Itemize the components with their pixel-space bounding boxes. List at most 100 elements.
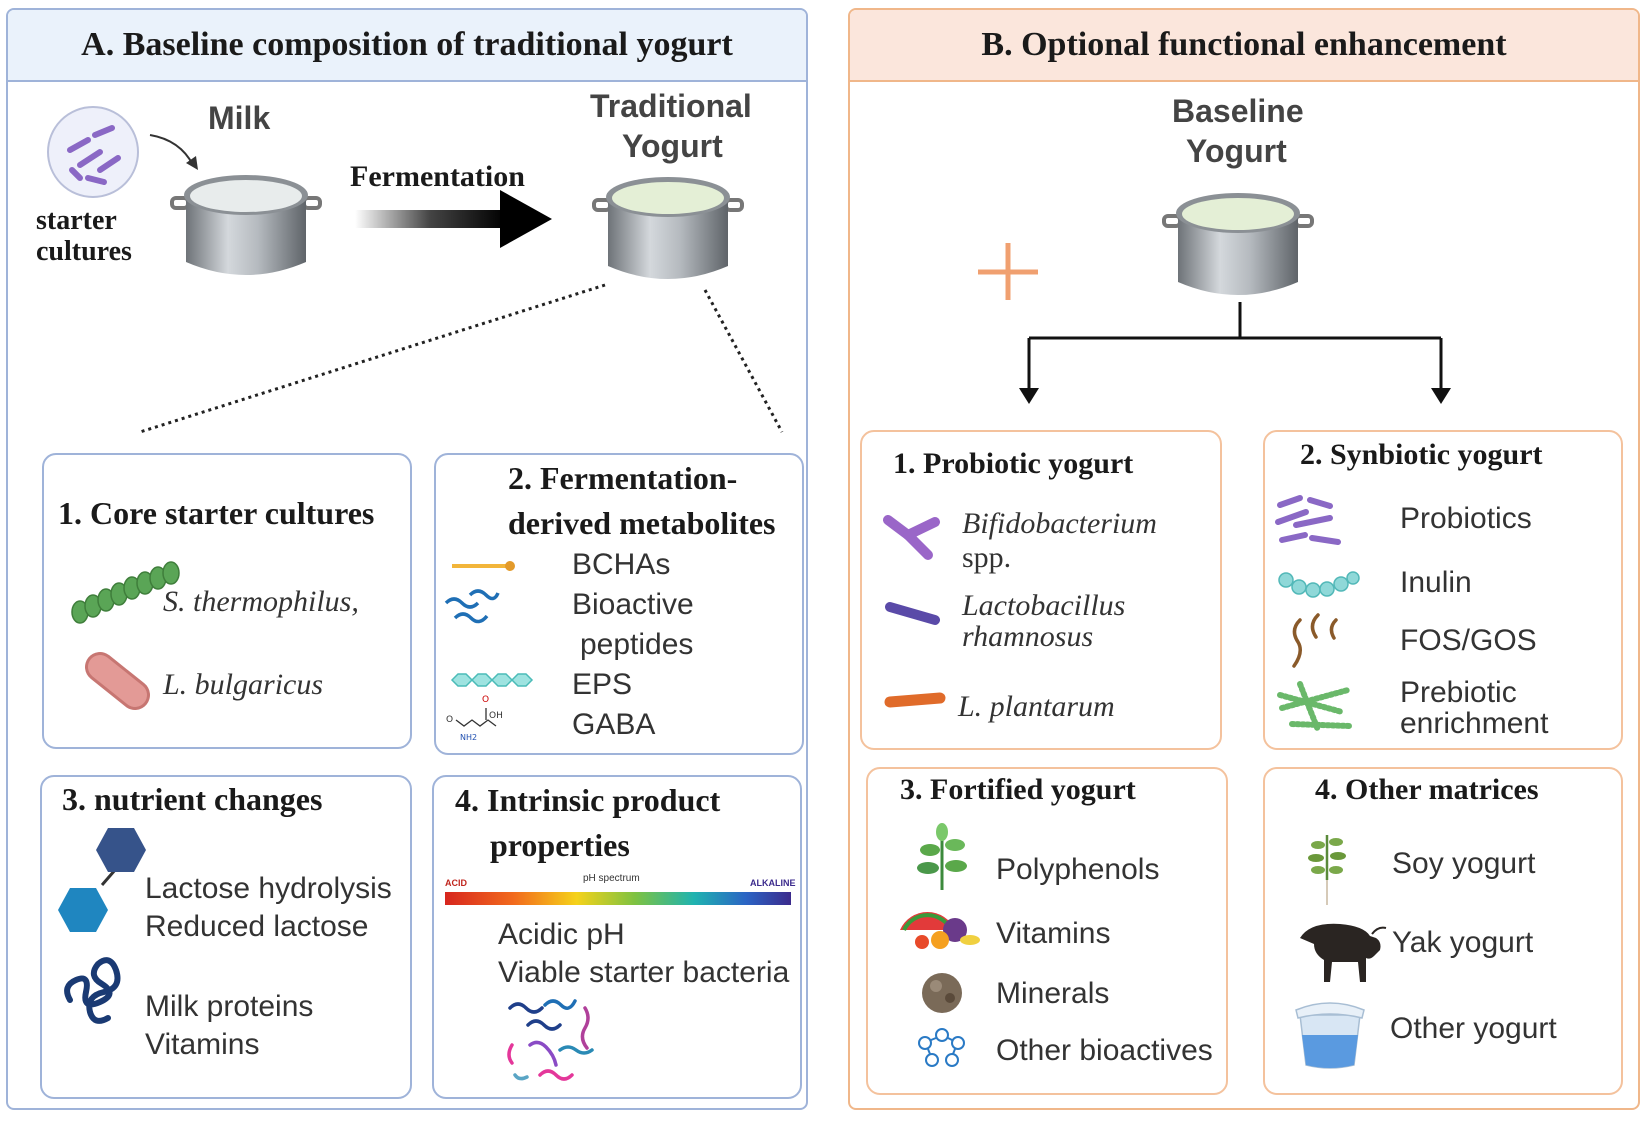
milk-pot-icon [170,175,322,275]
s-thermophilus-label: S. thermophilus, [163,585,359,618]
gaba-molecule-icon: O OH NH2 O [446,695,503,742]
svg-text:OH: OH [489,711,503,721]
ph-spectrum-bar [445,892,791,905]
synbiotic-yogurt-title: 2. Synbiotic yogurt [1300,438,1543,471]
metabolites-title-line2: derived metabolites [508,505,776,541]
lipid-chain-icon [452,561,515,571]
l-bulgaricus-label: L. bulgaricus [163,668,324,701]
svg-text:NH2: NH2 [460,733,477,742]
polysaccharide-icon [450,673,534,687]
panel-b-title: B. Optional functional enhancement [850,10,1638,82]
inulin-label: Inulin [1400,566,1472,599]
other-bioactives-label: Other bioactives [996,1034,1213,1067]
ph-alkaline-label: ALKALINE [750,878,796,888]
beaded-chain-icon [1278,571,1360,598]
fos-gos-label: FOS/GOS [1400,624,1537,657]
viable-starter-bacteria-label: Viable starter bacteria [498,956,790,989]
gaba-label: GABA [572,708,656,741]
hexagon-icon [58,828,146,932]
bacteria-cluster-icon [47,106,139,198]
other-matrices-title: 4. Other matrices [1315,773,1539,806]
probiotic-yogurt-title: 1. Probiotic yogurt [893,447,1134,480]
rhamnosus-label: rhamnosus [962,620,1094,653]
starter-label-line2: cultures [36,236,132,267]
rock-icon [922,973,962,1013]
milk-proteins-label: Milk proteins [145,990,314,1023]
minerals-label: Minerals [996,977,1110,1010]
other-yogurt-label: Other yogurt [1390,1012,1557,1045]
synbiotic-yogurt-box [1263,430,1623,750]
ph-spectrum-title: pH spectrum [583,873,640,884]
fermentation-label: Fermentation [350,160,525,193]
plus-icon [978,243,1038,300]
other-matrices-box [1263,767,1623,1095]
yogurt-pot-icon [592,177,744,279]
panel-b: B. Optional functional enhancement [848,8,1640,1110]
yak-yogurt-label: Yak yogurt [1392,926,1534,959]
nutrient-changes-title: 3. nutrient changes [62,781,323,817]
acidic-ph-label: Acidic pH [498,918,625,951]
soy-yogurt-label: Soy yogurt [1392,847,1536,880]
polyphenols-label: Polyphenols [996,853,1160,886]
probiotic-yogurt-box [860,430,1222,750]
rod-bacterium-icon-2 [884,692,946,708]
svg-text:O: O [482,695,489,705]
baseline-yogurt-label-line1: Baseline [1172,93,1304,129]
l-plantarum-label: L. plantarum [958,690,1115,723]
core-starter-cultures-box [42,453,412,749]
soy-plant-icon [1308,835,1346,905]
fermentation-metabolites-box [434,453,804,755]
enrichment-label: enrichment [1400,707,1549,740]
traditional-yogurt-label-line2: Yogurt [622,128,723,164]
molecule-icon [918,1028,965,1067]
intrinsic-properties-box [432,775,802,1099]
milk-label: Milk [208,100,271,136]
fortified-yogurt-title: 3. Fortified yogurt [900,773,1136,806]
metabolites-title-line1: 2. Fermentation- [508,460,738,496]
spp-label: spp. [962,541,1012,574]
rod-bacterium-icon [885,602,940,625]
panel-a-title: A. Baseline composition of traditional y… [8,10,806,82]
yak-icon [1300,923,1387,982]
panel-a: A. Baseline composition of traditional y… [6,8,808,1110]
bacteria-strands-icon [507,999,594,1081]
probiotics-label: Probiotics [1400,502,1532,535]
svg-text:O: O [446,715,453,725]
fruit-icon [900,911,980,949]
fiber-strands-icon [1277,681,1353,733]
yogurt-cup-icon [1295,1002,1365,1069]
intrinsic-properties-title-line1: 4. Intrinsic product [455,782,721,818]
starter-label-line1: starter [36,205,117,236]
bioactive-label: Bioactive [572,588,694,621]
fortified-yogurt-box [866,767,1228,1095]
peptide-icon [444,589,500,624]
bifidobacterium-label: Bifidobacterium [962,507,1157,540]
protein-icon [64,957,121,1024]
prebiotic-label: Prebiotic [1400,676,1517,709]
baseline-yogurt-pot-icon [1162,193,1314,295]
nutrient-changes-box [40,775,412,1099]
core-starter-cultures-title: 1. Core starter cultures [58,495,375,531]
curly-fiber-icon [1292,613,1338,668]
vitamins-label: Vitamins [145,1028,260,1061]
fermentation-arrow-icon [355,190,552,248]
reduced-lactose-label: Reduced lactose [145,910,369,943]
branch-connector [1027,302,1443,390]
intrinsic-properties-title-line2: properties [490,827,630,863]
traditional-yogurt-label-line1: Traditional [590,88,752,124]
plant-icon [917,823,967,890]
ph-acid-label: ACID [445,878,467,888]
bchas-label: BCHAs [572,548,671,581]
lactose-hydrolysis-label: Lactose hydrolysis [145,872,392,905]
lactobacillus-label: Lactobacillus [962,589,1126,622]
